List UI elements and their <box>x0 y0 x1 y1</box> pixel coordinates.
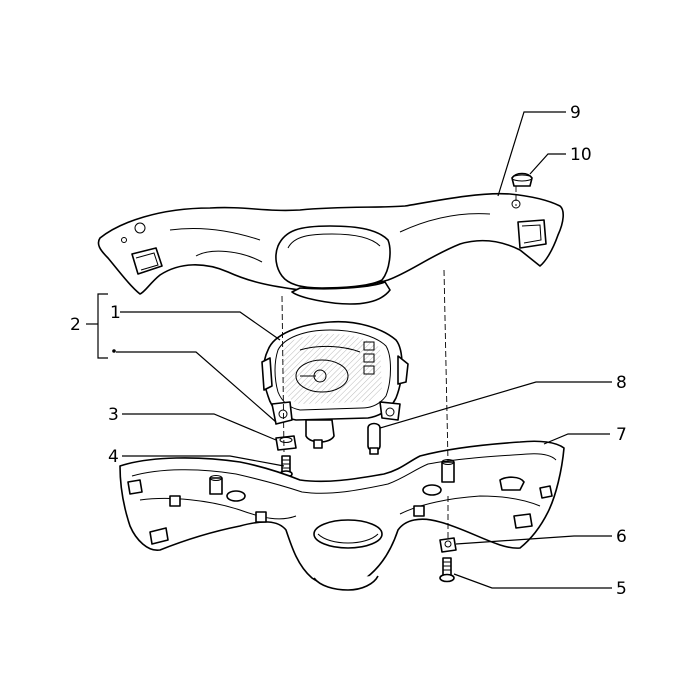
clip-part <box>511 172 533 187</box>
upper-handlebar-cover <box>97 192 564 305</box>
callout-5: 5 <box>616 579 627 599</box>
callout-2: 2 <box>70 315 81 335</box>
callout-labels: 9 10 2 1 3 4 8 7 6 5 <box>70 103 627 599</box>
callout-6: 6 <box>616 527 627 547</box>
assembly-centerlines <box>281 186 517 540</box>
leader-lines <box>86 111 612 589</box>
callout-9: 9 <box>570 103 581 123</box>
callout-7: 7 <box>616 425 627 445</box>
callout-1: 1 <box>110 303 121 323</box>
callout-8: 8 <box>616 373 627 393</box>
grommet-part <box>275 435 297 451</box>
bulb-part <box>367 422 381 455</box>
screw-lower <box>439 557 455 583</box>
lower-handlebar-cover <box>119 440 565 591</box>
callout-4: 4 <box>108 447 119 467</box>
callout-3: 3 <box>108 405 119 425</box>
nut-part <box>439 537 457 553</box>
instrument-panel <box>261 320 409 449</box>
callout-10: 10 <box>570 145 592 165</box>
